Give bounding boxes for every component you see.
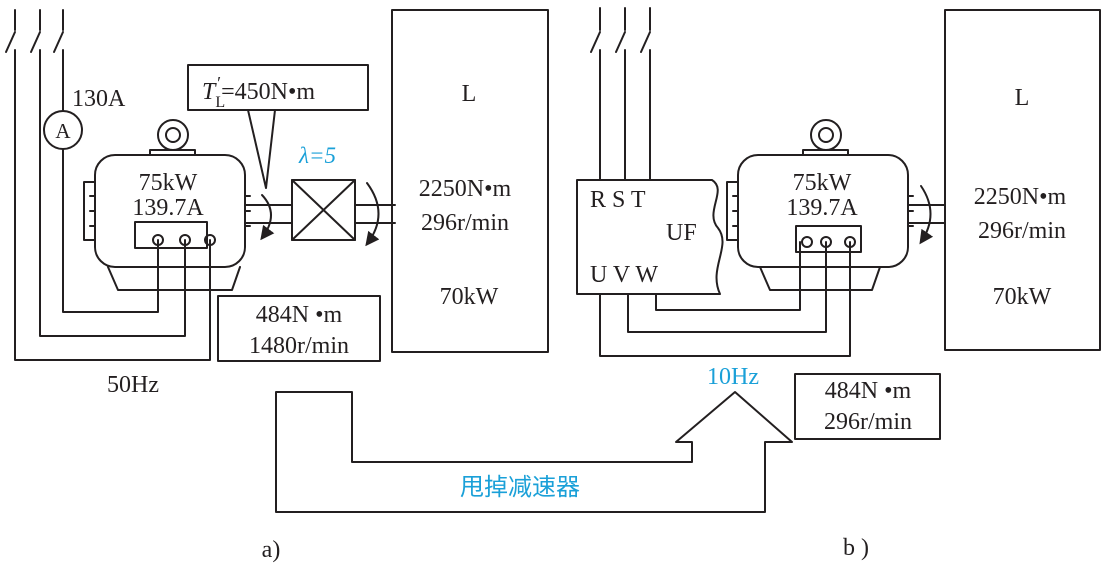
left-output-torque: 484N •m bbox=[256, 302, 343, 328]
right-supply-lines bbox=[599, 7, 651, 181]
left-load-speed: 296r/min bbox=[421, 210, 509, 236]
remove-reducer-arrow bbox=[275, 391, 793, 513]
left-motor-current: 139.7A bbox=[132, 195, 204, 221]
torque-value: =450N•m bbox=[221, 79, 315, 105]
remove-reducer-label: 甩掉减速器 bbox=[460, 473, 580, 501]
torque-callout bbox=[187, 64, 369, 189]
output-frequency: 10Hz bbox=[707, 364, 759, 390]
left-load-power: 70kW bbox=[440, 284, 499, 310]
left-load-block bbox=[391, 9, 549, 353]
left-supply-lines bbox=[14, 9, 211, 361]
right-motor-lines bbox=[599, 241, 851, 357]
left-motor bbox=[83, 119, 251, 291]
inverter-outputs: U V W bbox=[590, 262, 658, 288]
current-reading: 130A bbox=[72, 86, 126, 112]
left-load-torque: 2250N•m bbox=[419, 176, 512, 202]
right-output-speed: 296r/min bbox=[824, 409, 912, 435]
torque-callout-label: TL′=450N•m bbox=[202, 73, 315, 111]
right-motor-output-box bbox=[794, 373, 941, 440]
supply-frequency: 50Hz bbox=[107, 372, 159, 398]
right-switch-blades bbox=[590, 31, 651, 53]
right-motor-power: 75kW bbox=[793, 170, 852, 196]
left-motor-power: 75kW bbox=[139, 170, 198, 196]
torque-symbol: T bbox=[202, 79, 217, 105]
left-switch-blades bbox=[5, 31, 64, 53]
left-output-speed: 1480r/min bbox=[249, 333, 349, 359]
ratio-label: λ=5 bbox=[298, 143, 336, 168]
right-load-speed: 296r/min bbox=[978, 218, 1066, 244]
left-rotation-arrows bbox=[260, 182, 380, 247]
inverter-inputs: R S T bbox=[590, 187, 646, 213]
right-motor-current: 139.7A bbox=[786, 195, 858, 221]
inverter-box bbox=[576, 179, 724, 295]
right-shaft bbox=[907, 185, 946, 245]
left-load-name: L bbox=[462, 81, 477, 107]
right-load-power: 70kW bbox=[993, 284, 1052, 310]
left-motor-output-box bbox=[217, 295, 381, 362]
torque-prime: ′ bbox=[217, 73, 221, 93]
right-load-block bbox=[944, 9, 1101, 351]
ammeter-icon bbox=[43, 110, 83, 150]
right-output-torque: 484N •m bbox=[825, 378, 912, 404]
ammeter-symbol: A bbox=[55, 119, 71, 143]
torque-subscript: L bbox=[215, 94, 225, 111]
caption-a: a) bbox=[262, 537, 281, 563]
right-motor bbox=[726, 119, 914, 291]
caption-b: b ) bbox=[843, 535, 869, 561]
right-load-torque: 2250N•m bbox=[974, 184, 1067, 210]
inverter-name: UF bbox=[666, 220, 697, 246]
reducer-box bbox=[291, 179, 356, 241]
right-load-name: L bbox=[1015, 85, 1030, 111]
